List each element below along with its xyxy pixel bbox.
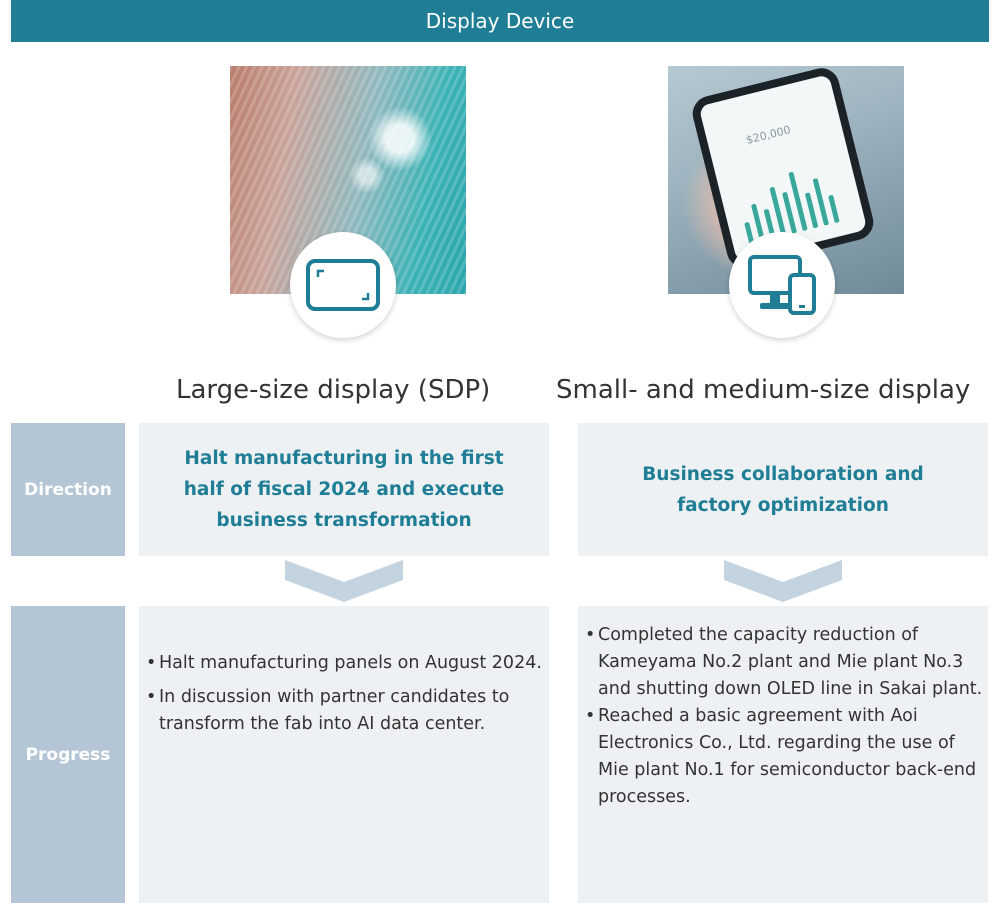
small-display-badge bbox=[729, 232, 835, 338]
direction-line: factory optimization bbox=[677, 494, 889, 516]
large-display-direction-text: Halt manufacturing in the first half of … bbox=[184, 443, 504, 536]
monitor-icon bbox=[306, 259, 380, 311]
small-display-direction-text: Business collaboration and factory optim… bbox=[642, 459, 924, 521]
section-title: Display Device bbox=[425, 9, 575, 33]
progress-list: Halt manufacturing panels on August 2024… bbox=[146, 650, 546, 745]
desktop-and-phone-icon bbox=[748, 255, 816, 315]
chevron-down-icon bbox=[724, 560, 842, 602]
progress-list: Completed the capacity reduction of Kame… bbox=[585, 622, 986, 811]
direction-label: Direction bbox=[11, 423, 125, 556]
phone-amount: $20,000 bbox=[744, 123, 792, 147]
list-item: Reached a basic agreement with Aoi Elect… bbox=[585, 703, 986, 811]
progress-label: Progress bbox=[11, 606, 125, 903]
list-item: Completed the capacity reduction of Kame… bbox=[585, 622, 986, 703]
direction-line: Halt manufacturing in the first bbox=[184, 448, 504, 469]
chevron-down-icon bbox=[285, 560, 403, 602]
direction-line: half of fiscal 2024 and execute bbox=[183, 479, 505, 500]
small-display-title: Small- and medium-size display bbox=[556, 375, 971, 405]
list-item: Halt manufacturing panels on August 2024… bbox=[146, 650, 546, 677]
large-display-title: Large-size display (SDP) bbox=[176, 375, 491, 405]
direction-line: Business collaboration and bbox=[642, 463, 924, 485]
large-display-badge bbox=[290, 232, 396, 338]
small-display-direction-panel: Business collaboration and factory optim… bbox=[578, 423, 988, 556]
list-item: In discussion with partner candidates to… bbox=[146, 684, 546, 738]
direction-label-text: Direction bbox=[24, 479, 112, 500]
section-header: Display Device bbox=[11, 0, 989, 42]
progress-label-text: Progress bbox=[25, 744, 111, 765]
large-display-direction-panel: Halt manufacturing in the first half of … bbox=[139, 423, 549, 556]
direction-line: business transformation bbox=[216, 510, 472, 531]
large-display-progress-panel: Halt manufacturing panels on August 2024… bbox=[139, 606, 549, 903]
small-display-progress-panel: Completed the capacity reduction of Kame… bbox=[578, 606, 988, 903]
